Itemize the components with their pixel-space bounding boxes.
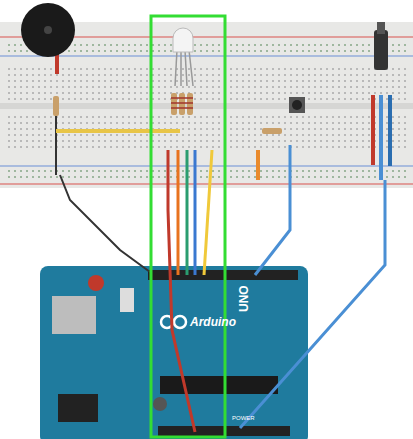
potentiometer-knob: [377, 22, 385, 34]
wire: [379, 95, 383, 180]
highlight-frame: [151, 16, 225, 437]
wire: [186, 150, 189, 275]
wire: [255, 145, 290, 275]
wire: [194, 150, 197, 275]
resistor-symbol: [53, 96, 59, 116]
resistor-bands: [171, 98, 193, 108]
hole-grid: [4, 112, 409, 152]
pin-group-label: POWER: [232, 415, 255, 421]
pushbutton: [289, 97, 305, 113]
pushbutton-cap: [292, 100, 302, 110]
capacitor: [153, 397, 167, 411]
rail-holes: [4, 169, 409, 182]
center-channel: [0, 103, 413, 109]
resistor-symbol: [262, 128, 282, 134]
wire: [60, 175, 150, 272]
buzzer: [21, 3, 75, 57]
ground-rail: [0, 56, 413, 57]
wire: [240, 180, 385, 428]
resistor-symbol: [171, 93, 193, 115]
wire: [177, 150, 180, 275]
microcontroller: [160, 376, 278, 394]
wire: [371, 95, 375, 165]
usb-port: [52, 296, 96, 334]
reset-button: [88, 275, 104, 291]
buzzer-hole: [44, 26, 52, 34]
wire: [56, 129, 180, 133]
wire: [204, 150, 212, 275]
crystal: [120, 288, 134, 312]
power-rail: [0, 184, 413, 185]
ground-rail: [0, 166, 413, 167]
rgb-led: [173, 28, 193, 86]
hole-grid: [4, 64, 409, 100]
board-logo-text: Arduino: [190, 316, 236, 328]
wire: [388, 95, 392, 166]
wire: [55, 116, 57, 175]
wire: [168, 150, 195, 432]
potentiometer: [374, 30, 388, 70]
board-model: UNO: [238, 285, 250, 312]
wire: [256, 150, 260, 180]
arduino-board: [40, 266, 308, 439]
arduino-logo: [161, 316, 186, 328]
power-jack: [58, 394, 98, 422]
